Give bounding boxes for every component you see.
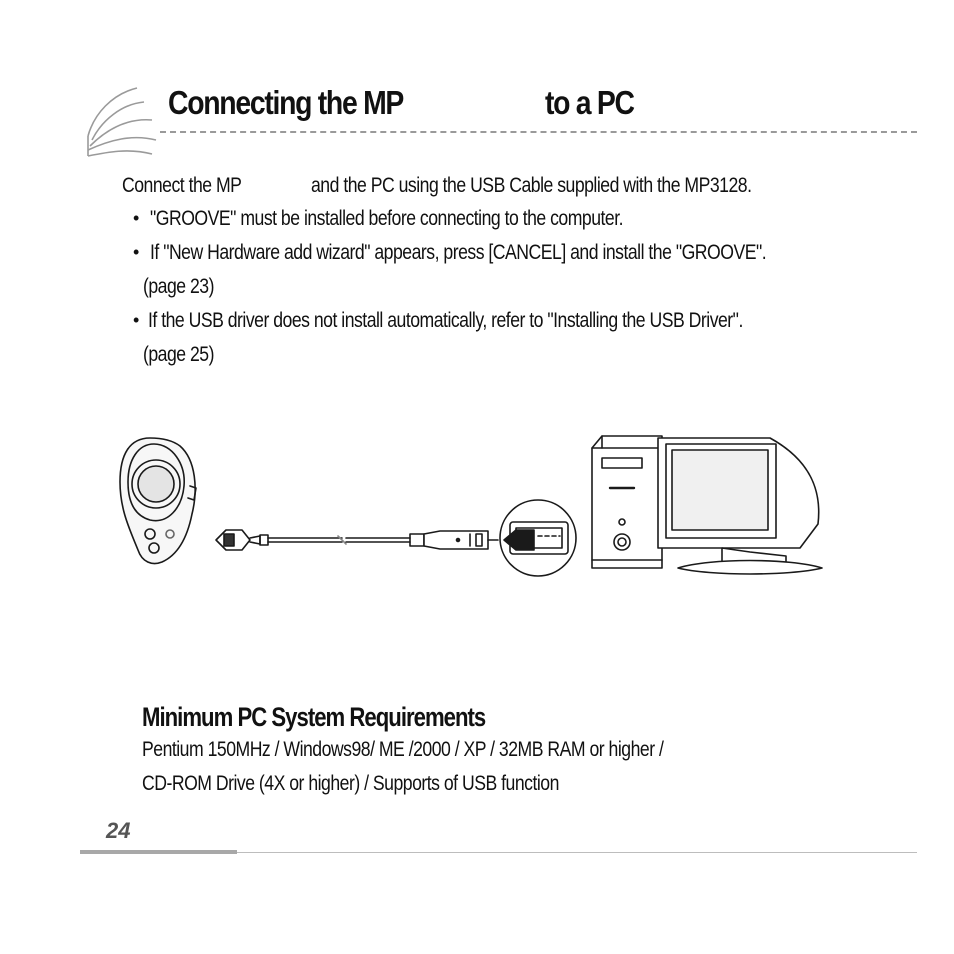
footer-accent-bar	[80, 850, 237, 854]
title-dashed-rule	[160, 131, 917, 133]
note-2-line-1: If "New Hardware add wizard" appears, pr…	[150, 241, 767, 264]
note-1-line-1: "GROOVE" must be installed before connec…	[150, 207, 624, 230]
requirements-line-2: CD-ROM Drive (4X or higher) / Supports o…	[142, 772, 559, 795]
intro-text-part2: and the PC using the USB Cable supplied …	[311, 174, 752, 197]
page-title-part2: to a PC	[545, 84, 635, 121]
bullet-icon: •	[133, 208, 140, 228]
wing-logo-icon	[87, 87, 157, 157]
requirements-heading: Minimum PC System Requirements	[142, 702, 486, 732]
bullet-icon: •	[133, 242, 140, 262]
footer-rule	[237, 852, 917, 853]
requirements-line-1: Pentium 150MHz / Windows98/ ME /2000 / X…	[142, 738, 664, 761]
monitor-icon	[657, 437, 823, 575]
usb-cable	[215, 529, 499, 551]
page-title-part1: Connecting the MP	[168, 84, 404, 121]
mp3-player-icon	[119, 437, 197, 565]
note-3-line-2: (page 25)	[143, 343, 214, 366]
pc-tower-icon	[591, 435, 663, 569]
page-number: 24	[106, 818, 131, 843]
bullet-icon: •	[133, 310, 140, 330]
connection-illustration	[119, 435, 823, 577]
note-2-line-2: (page 23)	[143, 275, 214, 298]
note-3-line-1: If the USB driver does not install autom…	[148, 309, 743, 332]
usb-port-closeup	[499, 499, 577, 577]
intro-text-part1: Connect the MP	[122, 174, 242, 197]
